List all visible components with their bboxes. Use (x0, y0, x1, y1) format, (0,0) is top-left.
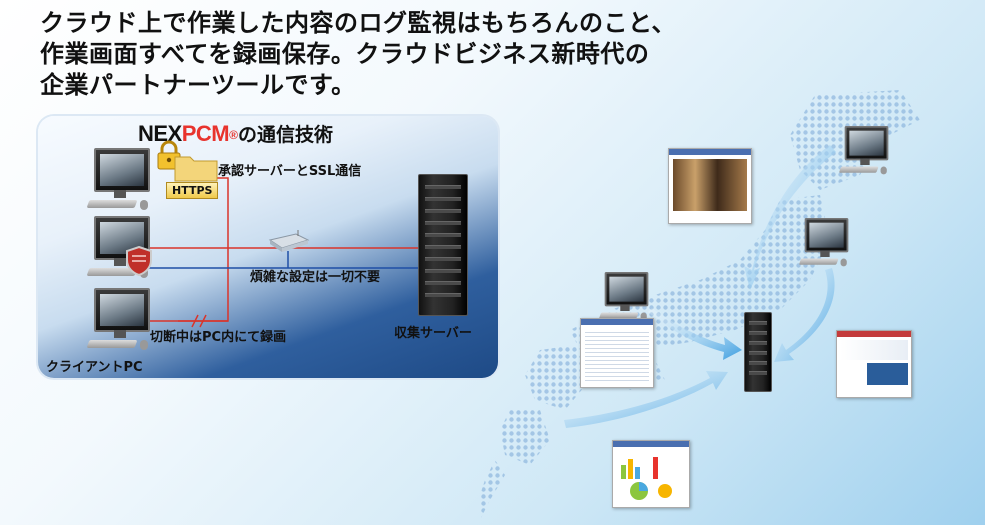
remote-pc-top (838, 126, 890, 184)
brand-nex: NEX (138, 121, 182, 146)
collection-server-icon (418, 174, 468, 316)
data-flow-arrows (564, 145, 836, 428)
arrow-from-left-pc (648, 308, 742, 360)
ssl-line (178, 177, 229, 322)
brand-pcm: PCM (181, 121, 230, 146)
arrow-to-charts (564, 371, 728, 428)
client-pc-3 (86, 288, 152, 362)
folder-icon (174, 156, 218, 182)
ssl-label: 承認サーバーとSSL通信 (218, 164, 362, 179)
headline-line-3: 企業パートナーツールです。 (40, 71, 356, 99)
screenshot-spreadsheet (580, 318, 654, 388)
router-icon (268, 230, 310, 252)
break-mark-2 (199, 314, 207, 328)
break-mark-1 (191, 314, 199, 328)
remote-pc-middle (798, 218, 850, 276)
screenshot-portal-site (836, 330, 912, 398)
server-label: 収集サーバー (394, 326, 472, 341)
headline-line-1: クラウド上で作業した内容のログ監視はもちろんのこと、 (40, 9, 677, 37)
screenshot-charts (612, 440, 690, 508)
headline: クラウド上で作業した内容のログ監視はもちろんのこと、 作業画面すべてを録画保存。… (40, 8, 740, 101)
https-label: HTTPS (172, 184, 213, 197)
arrow-from-top-pc (744, 145, 836, 290)
communication-panel: NEXPCM®の通信技術 HTTPS (38, 116, 498, 378)
panel-title: NEXPCM®の通信技術 (138, 120, 333, 147)
shield-icon (126, 246, 152, 276)
settings-label: 煩雑な設定は一切不要 (250, 270, 381, 285)
arrow-from-middle-pc (774, 268, 835, 362)
cloud-server-icon (744, 312, 772, 392)
screenshot-photo-site (668, 148, 752, 224)
title-suffix: の通信技術 (237, 124, 333, 146)
client-label: クライアントPC (46, 360, 143, 375)
client-pc-1 (86, 148, 152, 222)
https-badge: HTTPS (166, 182, 219, 199)
headline-line-2: 作業画面すべてを録画保存。クラウドビジネス新時代の (40, 40, 650, 68)
offline-label: 切断中はPC内にて録画 (150, 330, 287, 345)
remote-pc-left (598, 272, 650, 330)
registered-mark: ® (229, 128, 238, 143)
